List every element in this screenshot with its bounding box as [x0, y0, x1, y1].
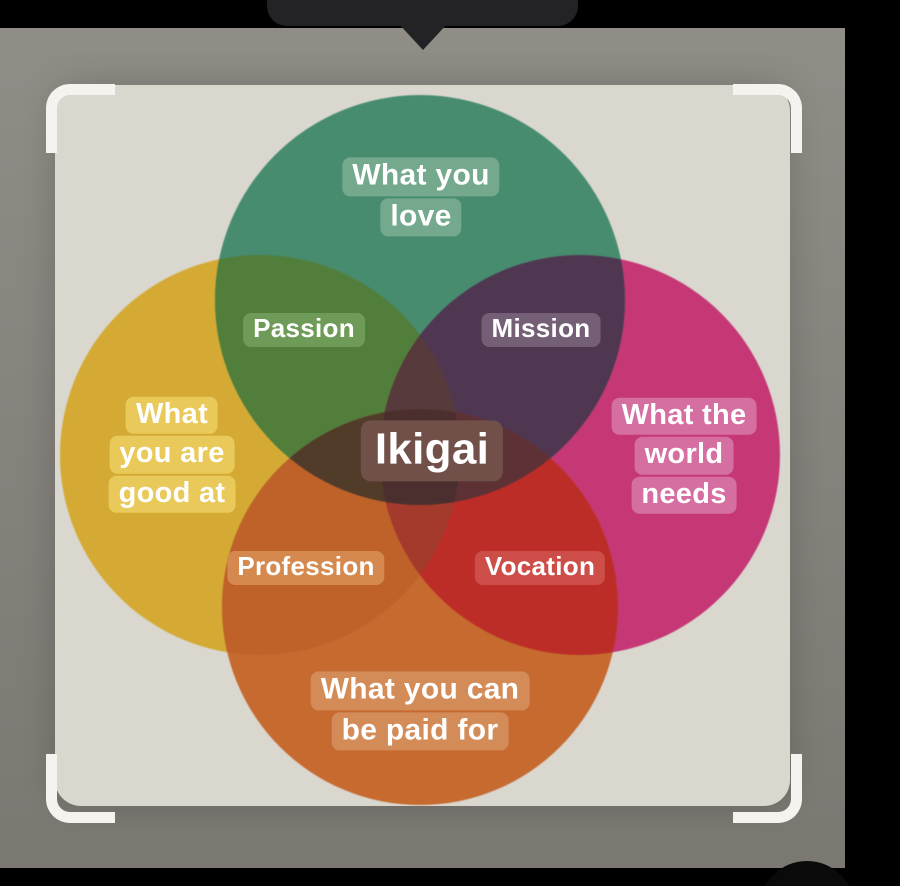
viewfinder-bracket-top-left	[46, 84, 115, 153]
viewfinder-bracket-top-right	[733, 84, 802, 153]
label-line: love	[380, 198, 462, 237]
label-mission: Mission	[481, 312, 601, 348]
viewfinder-bracket-bottom-left	[46, 754, 115, 823]
label-what-the-world-needs: What the world needs	[611, 397, 757, 515]
label-what-you-love: What you love	[342, 156, 500, 237]
label-line: Vocation	[474, 550, 606, 586]
label-profession: Profession	[227, 550, 385, 586]
label-line: Mission	[481, 312, 601, 348]
label-line: world	[634, 437, 734, 475]
label-line: you are	[109, 436, 235, 474]
label-vocation: Vocation	[474, 550, 606, 586]
label-line: good at	[108, 475, 236, 514]
label-what-you-can-be-paid-for: What you can be paid for	[310, 670, 530, 751]
label-line: Profession	[227, 550, 385, 586]
viewfinder-bracket-bottom-right	[733, 754, 802, 823]
popover-bubble[interactable]	[267, 0, 578, 50]
label-line: be paid for	[331, 712, 509, 751]
label-line: What you can	[310, 671, 530, 710]
label-line: Passion	[243, 312, 365, 348]
label-passion: Passion	[243, 312, 365, 348]
label-line: What the	[611, 397, 757, 436]
label-what-you-are-good-at: What you are good at	[108, 396, 236, 514]
label-line: What	[125, 396, 219, 435]
label-line: needs	[631, 476, 737, 515]
label-line: Ikigai	[360, 420, 504, 482]
label-line: What you	[342, 157, 500, 196]
label-ikigai: Ikigai	[360, 419, 504, 482]
